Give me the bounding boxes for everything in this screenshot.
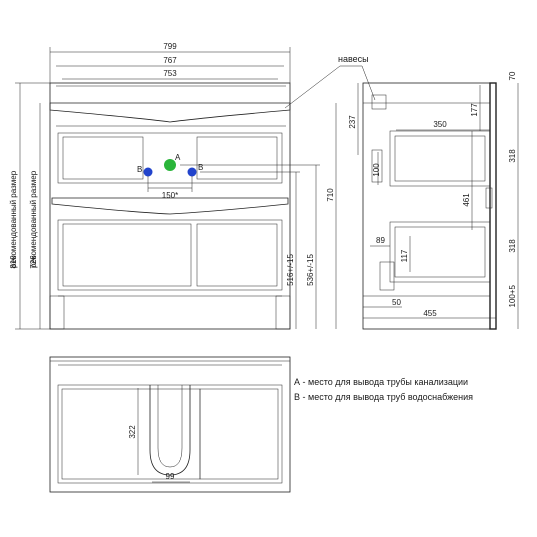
dim-lower-height: 318	[508, 239, 517, 253]
dim-foot-50: 50	[392, 298, 401, 307]
dim-mid-height: 461	[462, 193, 471, 207]
dim-99: 99	[166, 472, 175, 481]
rec-label-2: рекомендованный размер	[29, 170, 38, 268]
dim-322: 322	[128, 425, 137, 439]
hinge-label: навесы	[338, 54, 369, 64]
dim-upper-height: 318	[508, 149, 517, 163]
hinge-icon	[371, 94, 387, 110]
dim-hinge-offset: 237	[348, 115, 357, 129]
front-upper-compartment	[57, 132, 283, 184]
front-cabinet-outline	[49, 82, 291, 330]
legend: А - место для вывода трубы канализации В…	[294, 377, 473, 402]
dim-height-rec: 726	[29, 255, 38, 269]
dim-pipe-a: 516+/-15	[286, 254, 295, 286]
dim-leg-117: 117	[400, 249, 409, 262]
pipe-sewer-icon	[164, 159, 176, 171]
top-view-outline	[49, 356, 291, 493]
dim-height-total: 810	[9, 255, 18, 269]
legend-line-a: А - место для вывода трубы канализации	[294, 377, 468, 387]
dim-depth-upper: 350	[433, 120, 447, 129]
dim-drawer-height: 710	[326, 188, 335, 202]
dim-shelf-100: 100	[372, 163, 381, 177]
rec-label-1: рекомендованный размер	[9, 170, 18, 268]
pipe-label-b-left: B	[137, 165, 142, 174]
pipe-label-b-right: B	[198, 163, 203, 172]
legend-line-b: В - место для вывода труб водоснабжения	[294, 392, 473, 402]
side-view: 350 237 100 177 461 70 318 318 100+5 89 …	[348, 71, 519, 330]
front-view: 799 767 753 810 рекомендованный размер 7…	[9, 42, 376, 330]
dim-upper-shelf: 177	[470, 103, 479, 117]
pipe-label-a: A	[175, 153, 181, 162]
dim-width-inner: 753	[163, 69, 177, 78]
front-middle-shelf	[51, 197, 289, 215]
dim-top-gap: 70	[508, 71, 517, 80]
top-view: 322 99	[49, 356, 291, 493]
dim-pipe-b: 536+/-15	[306, 254, 315, 286]
top-view-siphon-cutout	[149, 385, 191, 476]
dim-pipe-spacing: 150*	[162, 191, 178, 200]
dim-leg-width: 89	[376, 236, 385, 245]
dim-depth-total: 455	[423, 309, 437, 318]
front-lower-drawer	[57, 219, 283, 291]
dim-foot-height: 100+5	[508, 284, 517, 307]
dim-width-mid: 767	[163, 56, 177, 65]
pipe-water-right-icon	[187, 167, 197, 177]
dim-width-outer: 799	[163, 42, 177, 51]
front-basin-top	[49, 102, 291, 123]
pipe-water-left-icon	[143, 167, 153, 177]
side-outline	[362, 82, 497, 330]
